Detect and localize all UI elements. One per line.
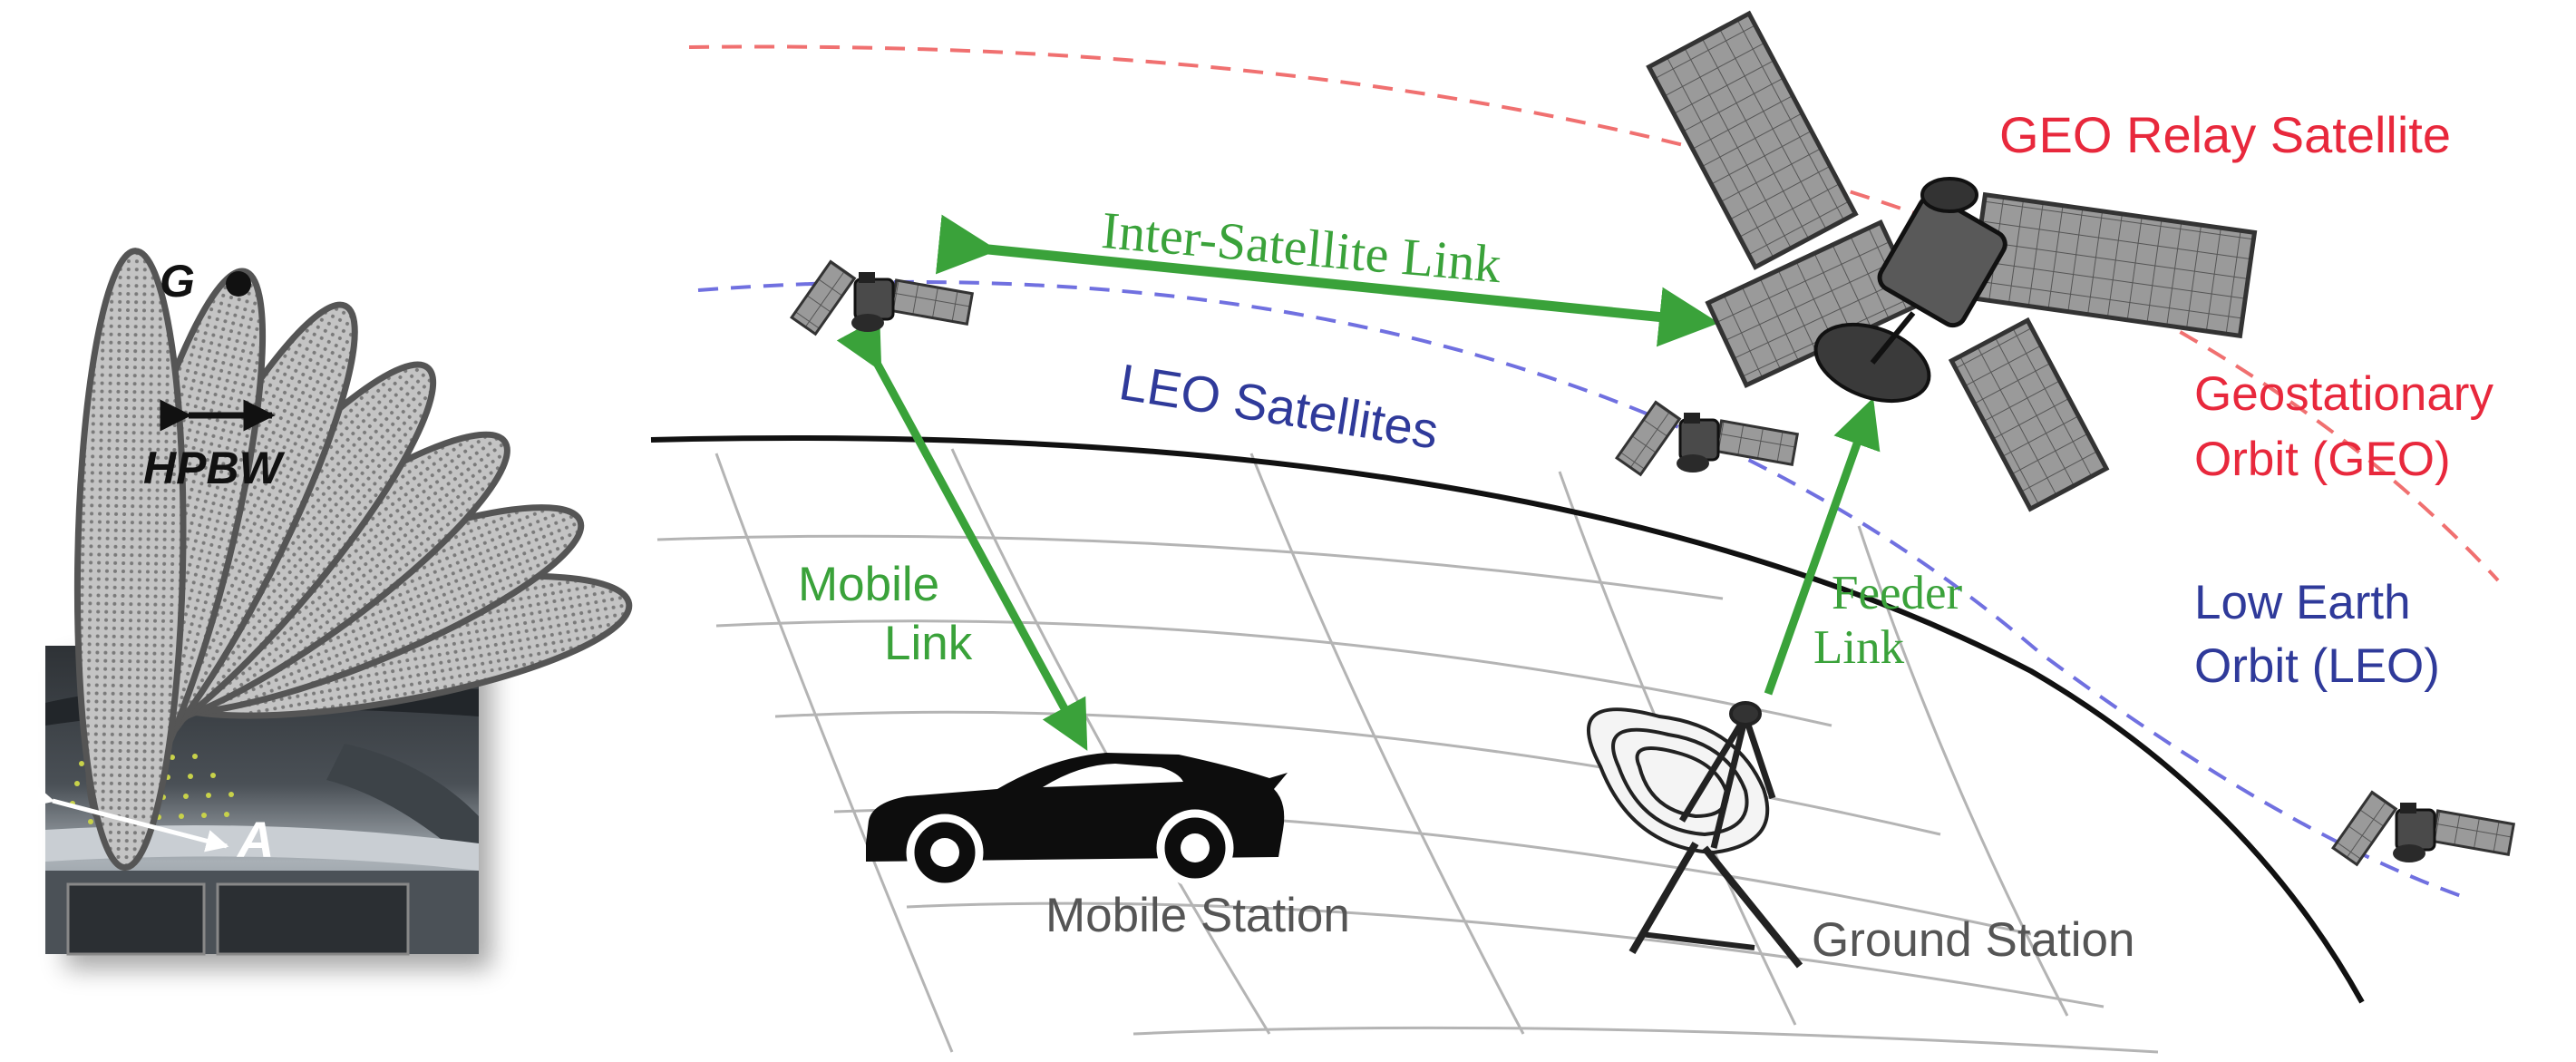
geo-orbit-label-line2: Orbit (GEO) xyxy=(2194,433,2451,486)
mobile-link-label-line2: Link xyxy=(884,617,973,670)
feeder-link-arrow xyxy=(1764,397,1881,696)
leo-orbit-label-line1: Low Earth xyxy=(2194,576,2411,629)
ground-station-dish-icon xyxy=(1586,701,1803,969)
geo-orbit-line xyxy=(688,44,2500,582)
antenna-beam-panel xyxy=(30,248,633,969)
aperture-arrow xyxy=(30,784,229,853)
leo-orbit-label-line2: Orbit (LEO) xyxy=(2194,639,2440,693)
car-icon xyxy=(866,753,1288,891)
beam-lobe-main xyxy=(73,248,187,872)
inter-satellite-link-arrow xyxy=(935,214,1719,347)
hpbw-label: HPBW xyxy=(143,443,282,493)
aperture-label: A xyxy=(238,811,275,868)
leo-satellite-right xyxy=(2331,791,2515,866)
gain-label: G xyxy=(160,256,195,307)
radiation-lobes xyxy=(73,248,633,872)
geo-relay-satellite-label: GEO Relay Satellite xyxy=(1999,106,2451,163)
mobile-link-arrow xyxy=(836,317,1088,751)
leo-satellite-left xyxy=(790,260,974,336)
mobile-link-label-line1: Mobile xyxy=(798,558,940,611)
feeder-link-label-line2: Link xyxy=(1813,621,1905,674)
ground-station-label: Ground Station xyxy=(1812,913,2135,967)
feeder-link-label-line1: Feeder xyxy=(1832,567,1963,619)
geo-orbit-label-line1: Geostationary xyxy=(2194,367,2493,421)
mobile-station-label: Mobile Station xyxy=(1045,889,1350,942)
gain-peak-dot xyxy=(226,271,251,297)
geo-relay-satellite-icon xyxy=(1646,10,2258,512)
